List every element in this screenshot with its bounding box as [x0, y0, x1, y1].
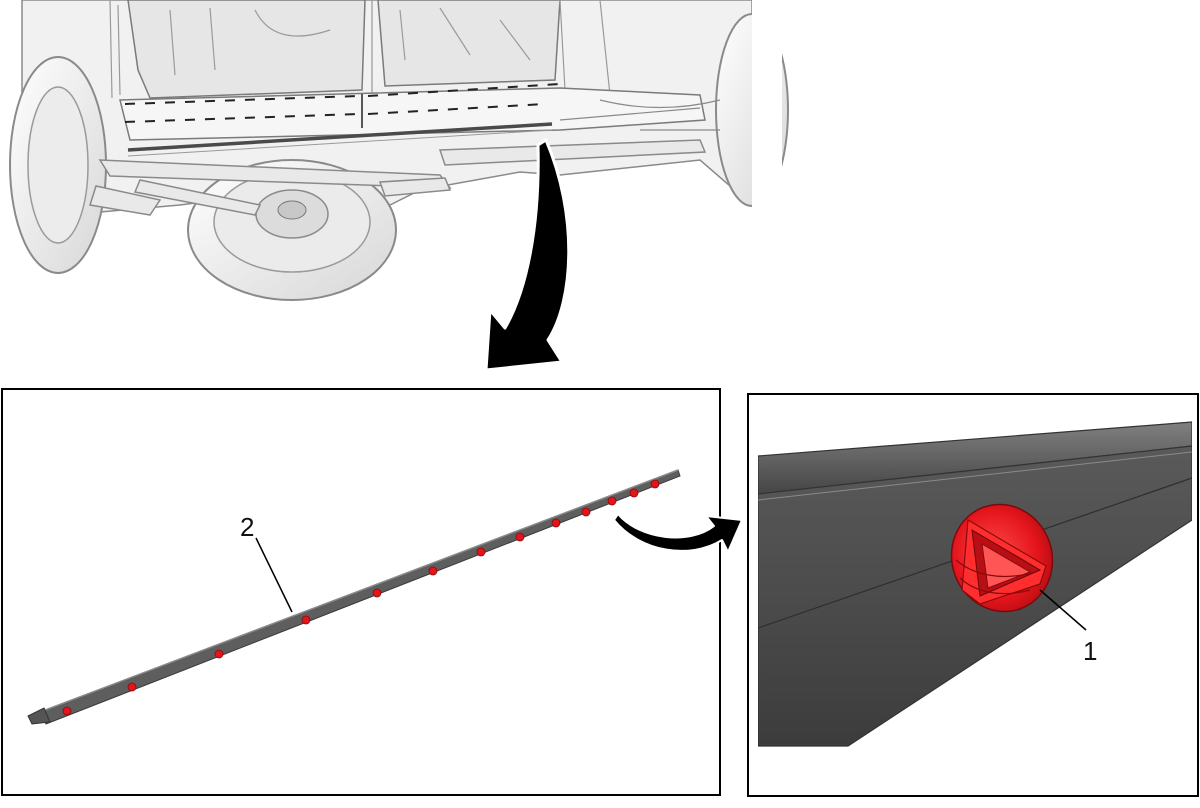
clip-detail-panel: 1	[747, 393, 1199, 797]
molding-clip	[581, 507, 591, 517]
molding-clip	[301, 615, 311, 625]
door-opening-front	[127, 0, 366, 99]
molding-clip	[650, 479, 660, 489]
front-wheel	[9, 56, 107, 274]
curved-arrow-small-icon	[613, 513, 743, 553]
molding-clip	[62, 706, 72, 716]
molding-clip	[372, 588, 382, 598]
callout-leader-1	[1039, 589, 1087, 631]
callout-1: 1	[1083, 636, 1097, 666]
molding-clip	[428, 566, 438, 576]
right-wheel	[715, 0, 789, 220]
molding-clip	[214, 649, 224, 659]
interior-details	[109, 0, 611, 99]
callout-leader-2	[255, 537, 293, 613]
molding-clip	[629, 488, 639, 498]
molding-clip	[127, 682, 137, 692]
door-opening-rear	[377, 0, 561, 87]
rocker-sill	[119, 87, 706, 141]
molding-location	[127, 122, 553, 152]
vehicle-underbody-view	[9, 0, 789, 372]
molding-clip	[551, 518, 561, 528]
curved-arrow-icon	[484, 138, 571, 372]
callout-2: 2	[240, 512, 254, 542]
molding-clip	[607, 496, 617, 506]
molding-clips	[62, 479, 660, 716]
molding-top-lip	[758, 421, 1192, 495]
dashed-guides	[124, 83, 561, 123]
molding-panel: 2	[1, 388, 743, 796]
underbody-frame	[89, 139, 707, 216]
molding-clip	[515, 532, 525, 542]
retainer-clip	[950, 503, 1054, 613]
molding-clip	[476, 547, 486, 557]
